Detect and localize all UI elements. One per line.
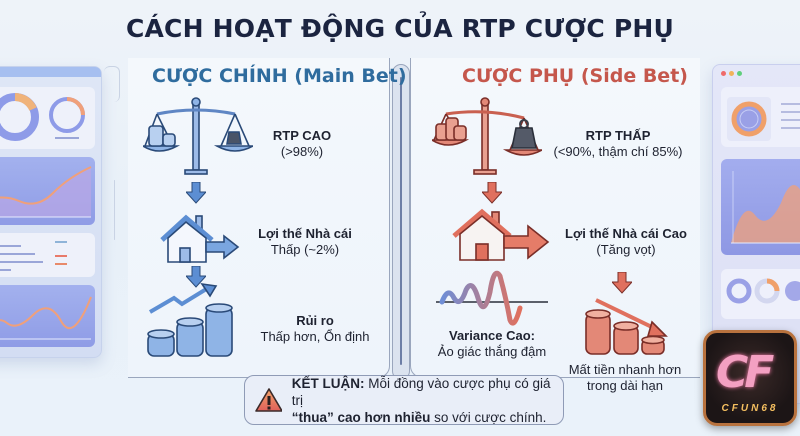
logo-mark: CF: [716, 347, 774, 398]
decorative-dashboard-left: [0, 66, 102, 358]
area-chart-icon: [731, 171, 800, 244]
center-divider: [392, 64, 410, 380]
balance-scale-icon: [432, 97, 542, 175]
house-arrow-icon: [452, 208, 550, 261]
balance-scale-icon: [143, 97, 253, 175]
list-card: [0, 233, 95, 277]
brand-logo: CF CFUN68: [703, 330, 797, 426]
growing-coins-icon: [147, 282, 233, 357]
mini-donut-icon: [726, 278, 800, 304]
donut-chart-card: [721, 87, 800, 147]
side-variance-label: Variance Cao:Ảo giác thắng đậm: [437, 328, 547, 359]
wave-icon: [436, 270, 548, 326]
mini-donuts-card: [721, 269, 800, 319]
declining-coins-icon: [585, 298, 668, 355]
conclusion-box: KẾT LUẬN: Mỗi đồng vào cược phụ có giá t…: [244, 375, 564, 425]
line-chart-card: [0, 285, 95, 347]
donut-charts-card: [0, 87, 95, 149]
donut-chart-icon: [727, 97, 800, 141]
arrow-down-icon: [186, 266, 206, 288]
warning-icon: [255, 388, 282, 412]
arrow-down-icon: [612, 272, 632, 294]
line-chart-icon: [0, 296, 92, 340]
donut-chart-icon: [0, 93, 85, 141]
circuit-line: [104, 66, 120, 102]
page-title: CÁCH HOẠT ĐỘNG CỦA RTP CƯỢC PHỤ: [125, 14, 675, 43]
house-arrow-icon: [160, 214, 240, 263]
side-rtp-label: RTP THẤP(<90%, thậm chí 85%): [553, 128, 683, 159]
arrow-down-icon: [186, 182, 206, 204]
side-bet-heading: CƯỢC PHỤ (Side Bet): [462, 65, 688, 87]
list-lines-icon: [0, 241, 67, 271]
side-house-edge-label: Lợi thế Nhà cái Cao(Tăng vọt): [565, 226, 687, 257]
area-chart-card: [0, 157, 95, 225]
main-rtp-label: RTP CAO(>98%): [272, 128, 332, 159]
arrow-down-icon: [482, 182, 502, 204]
conclusion-text: KẾT LUẬN: Mỗi đồng vào cược phụ có giá t…: [291, 375, 551, 425]
main-bet-heading: CƯỢC CHÍNH (Main Bet): [152, 65, 407, 87]
logo-brand-text: CFUN68: [721, 403, 779, 414]
circuit-line: [114, 180, 115, 240]
area-chart-icon: [0, 166, 92, 218]
area-chart-card: [721, 159, 800, 255]
